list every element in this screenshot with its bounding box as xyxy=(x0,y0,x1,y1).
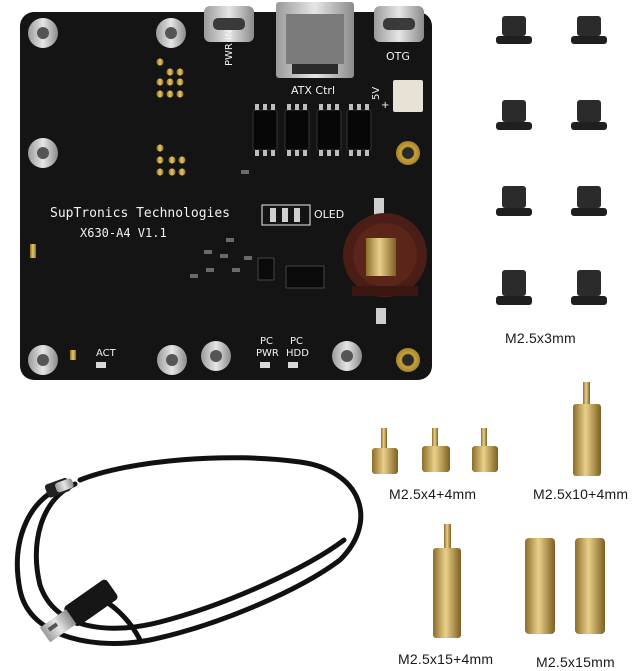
spacer-15 xyxy=(575,538,605,634)
standoff-10 xyxy=(573,382,601,476)
otg-label: OTG xyxy=(386,50,410,63)
standoff-short xyxy=(472,428,498,472)
standoff-short xyxy=(372,428,398,474)
gold-pin xyxy=(70,350,76,360)
usb-a-plug xyxy=(39,579,118,643)
mount-hole xyxy=(28,345,58,375)
screw xyxy=(571,186,607,216)
pc-pwr-label-2: PWR xyxy=(256,348,279,359)
standoff-15-4-label: M2.5x15+4mm xyxy=(398,651,494,667)
screw xyxy=(571,270,607,305)
mount-hole xyxy=(28,138,58,168)
pc-hdd-label-2: HDD xyxy=(286,348,309,359)
five-v-label: 5V xyxy=(371,86,382,100)
gold-mount-pad xyxy=(396,141,420,165)
pc-hdd-led xyxy=(288,362,298,368)
pc-pwr-led xyxy=(260,362,270,368)
chip-row xyxy=(252,109,372,151)
oled-label: OLED xyxy=(314,208,345,221)
standoff-15-4 xyxy=(433,524,461,638)
screw xyxy=(496,186,532,216)
screw xyxy=(571,100,607,130)
smd-components xyxy=(190,170,325,289)
gold-mount-pad xyxy=(396,348,420,372)
pc-pwr-label-1: PC xyxy=(260,336,274,347)
screw xyxy=(571,16,607,44)
pogo-pins xyxy=(156,58,184,98)
gold-pin xyxy=(30,244,36,258)
mount-hole xyxy=(28,18,58,48)
act-label: ACT xyxy=(96,348,116,359)
atx-ctrl-connector xyxy=(276,2,354,78)
screw xyxy=(496,270,532,305)
standoff-10-label: M2.5x10+4mm xyxy=(533,486,629,502)
usb-c-otg-connector xyxy=(374,6,424,42)
standoff-short xyxy=(422,428,450,472)
rtc-battery-holder xyxy=(343,198,427,324)
act-led xyxy=(96,362,106,368)
5v-header xyxy=(393,80,423,112)
spacer-15 xyxy=(525,538,555,634)
usb-c-pwr-in-connector xyxy=(204,6,254,42)
mount-hole xyxy=(157,345,187,375)
spacer-15-label: M2.5x15mm xyxy=(536,654,615,670)
standoff-short-label: M2.5x4+4mm xyxy=(389,486,477,502)
mount-hole xyxy=(156,18,186,48)
mount-hole xyxy=(201,341,231,371)
oled-header xyxy=(261,204,311,226)
board-model: X630-A4 V1.1 xyxy=(80,226,167,240)
pcb xyxy=(20,12,432,380)
plus-label: + xyxy=(381,100,390,111)
usb-c-plug xyxy=(44,477,74,498)
pc-hdd-label-1: PC xyxy=(290,336,304,347)
mount-hole xyxy=(332,341,362,371)
board-brand: SupTronics Technologies xyxy=(50,206,231,221)
pwr-in-label: PWR IN xyxy=(224,29,235,66)
screw-size-label: M2.5x3mm xyxy=(505,330,576,346)
atx-ctrl-label: ATX Ctrl xyxy=(291,84,335,97)
pogo-pins xyxy=(156,144,186,176)
chip-leads xyxy=(255,104,369,156)
screw xyxy=(496,100,532,130)
screw xyxy=(496,16,532,44)
